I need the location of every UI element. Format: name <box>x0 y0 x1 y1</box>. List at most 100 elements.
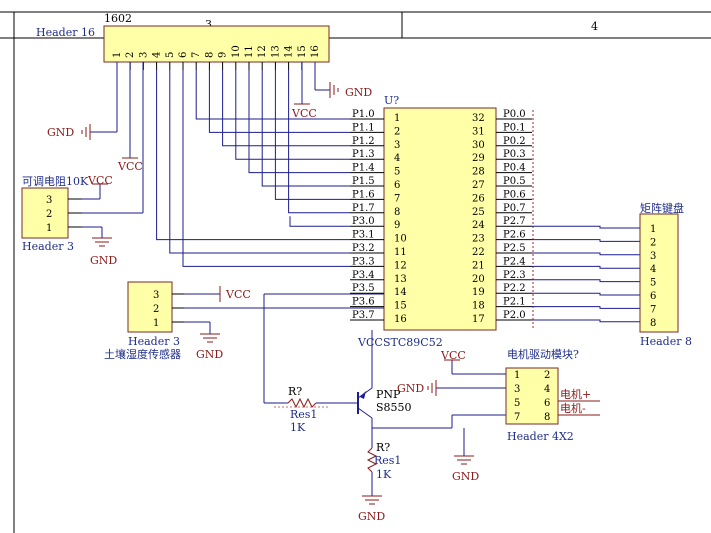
header16-pin-4: 4 <box>152 52 163 58</box>
mcu-left-num-2: 2 <box>394 126 400 137</box>
motor-wiring: VCC GND <box>397 349 506 396</box>
header16-pin-5: 5 <box>165 52 176 58</box>
transistor-section[interactable]: R? Res1 1K PNP S8550 R? Res1 1K GND <box>263 293 506 523</box>
res2-symbol <box>366 447 378 473</box>
mcu-wiring <box>156 70 640 323</box>
pot-gnd-label: GND <box>90 254 117 267</box>
pot-wiring: VCC GND <box>82 62 144 267</box>
res1-symbol <box>287 397 317 409</box>
vcc-symbol-top: VCC <box>291 62 317 120</box>
motor-name: Header 4X2 <box>507 430 574 443</box>
pot-pin3: 3 <box>46 195 52 206</box>
motor-title: 电机驱动模块? <box>507 347 579 361</box>
keypad-pin-5: 5 <box>650 278 656 289</box>
gnd-label-bottom: GND <box>358 510 385 523</box>
mcu-left-label-4: P1.3 <box>352 149 375 160</box>
header16-pin-13: 13 <box>270 45 281 58</box>
mcu-right-num-31: 31 <box>472 126 485 137</box>
mcu-right-label-23: P2.6 <box>503 230 526 241</box>
mcu-right-num-26: 26 <box>472 193 485 204</box>
res2-designator: R? <box>376 441 390 454</box>
mcu-left-num-16: 16 <box>394 314 407 325</box>
header16-pin-15: 15 <box>297 45 308 58</box>
mcu-right-label-24: P2.7 <box>503 216 526 227</box>
sensor-component[interactable]: 3 2 1 Header 3 土壤湿度传感器 <box>104 281 184 361</box>
mcu-left-num-12: 12 <box>394 260 407 271</box>
sensor-wiring: VCC GND <box>184 286 384 361</box>
mcu-designator: U? <box>384 94 399 107</box>
res1-value: 1K <box>290 421 306 434</box>
header16-pin-8: 8 <box>204 52 215 58</box>
motor-pin-7: 7 <box>514 412 520 423</box>
mcu-left-num-10: 10 <box>394 234 407 245</box>
motor-body <box>505 367 559 425</box>
transistor-type: PNP <box>376 388 401 401</box>
sensor-title: 土壤湿度传感器 <box>104 347 181 361</box>
mcu-left-label-9: P3.0 <box>352 216 375 227</box>
mcu-right-label-26: P0.6 <box>503 189 526 200</box>
mcu-right-num-20: 20 <box>472 274 485 285</box>
keypad-pin-3: 3 <box>650 251 656 262</box>
pot-component[interactable]: 可调电阻10K 3 2 1 Header 3 <box>21 175 89 253</box>
mcu-right-label-17: P2.0 <box>503 310 526 321</box>
mcu-left-label-5: P1.4 <box>352 163 375 174</box>
vcc-label-pin2: VCC <box>117 160 143 173</box>
pot-vcc-label: VCC <box>87 174 113 187</box>
mcu-body <box>383 107 497 331</box>
border-zone-4: 4 <box>591 20 598 33</box>
res1-part: Res1 <box>290 408 317 421</box>
mcu-right-num-21: 21 <box>472 260 485 271</box>
gnd-label-top: GND <box>345 86 372 99</box>
header16-body <box>103 25 330 63</box>
header16-pin-2: 2 <box>125 52 136 58</box>
keypad-title: 矩阵键盘 <box>640 201 684 215</box>
vcc-symbol-pin2: VCC <box>117 62 143 173</box>
sensor-name: Header 3 <box>128 335 180 348</box>
motor-pin-6: 6 <box>544 398 550 409</box>
pot-pin2: 2 <box>46 209 52 220</box>
mcu-right-num-29: 29 <box>472 153 485 164</box>
mcu-right-num-32: 32 <box>472 113 485 124</box>
mcu-right-num-22: 22 <box>472 247 485 258</box>
mcu-right-label-21: P2.4 <box>503 256 526 267</box>
mcu-left-num-3: 3 <box>394 140 400 151</box>
header16-pin-14: 14 <box>284 45 295 58</box>
mcu-right-num-17: 17 <box>472 314 485 325</box>
mcu-left-label-16: P3.7 <box>352 310 375 321</box>
keypad-body <box>639 213 679 333</box>
mcu-left-label-11: P3.2 <box>352 243 375 254</box>
res2-part: Res1 <box>374 454 401 467</box>
border-zone-3: 3 <box>205 18 212 31</box>
motor-pin-8: 8 <box>544 412 550 423</box>
motor-pin-3: 3 <box>514 384 520 395</box>
mcu-right-num-30: 30 <box>472 140 485 151</box>
motor-pin-4: 4 <box>544 384 550 395</box>
keypad-pin-8: 8 <box>650 318 656 329</box>
sensor-pin2: 2 <box>153 304 159 315</box>
mcu-right-num-18: 18 <box>472 301 485 312</box>
mcu-right-num-19: 19 <box>472 287 485 298</box>
mcu-right-label-30: P0.2 <box>503 136 526 147</box>
mcu-left-label-8: P1.7 <box>352 203 375 214</box>
mcu-left-num-6: 6 <box>394 180 400 191</box>
transistor-part: S8550 <box>376 401 412 414</box>
sensor-pin1: 1 <box>153 318 159 329</box>
mcu-left-num-15: 15 <box>394 301 407 312</box>
res1-designator: R? <box>288 385 302 398</box>
mcu-right-num-25: 25 <box>472 207 485 218</box>
motor-pin-5: 5 <box>514 398 520 409</box>
gnd-label-motor: GND <box>452 470 479 483</box>
mcu-left-label-12: P3.3 <box>352 256 375 267</box>
header16-pin-7: 7 <box>191 52 202 58</box>
header16-pin-6: 6 <box>178 52 189 58</box>
vcc-label-top: VCC <box>291 107 317 120</box>
mcu-left-num-14: 14 <box>394 287 407 298</box>
mcu-left-label-6: P1.5 <box>352 176 375 187</box>
